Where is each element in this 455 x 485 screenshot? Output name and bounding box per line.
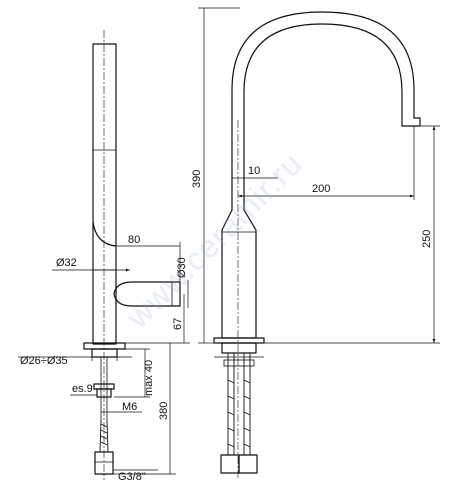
side-view: 80 Ø32 Ø30 67 Ø26÷Ø35 — [18, 30, 190, 483]
dim-max-thickness-label: max 40 — [143, 360, 155, 396]
front-hoses — [220, 353, 258, 474]
front-hose-right-braid — [243, 379, 251, 448]
side-body-outline — [92, 43, 117, 345]
dim-handle-height: 67 — [125, 294, 190, 344]
dim-handle-height-label: 67 — [172, 318, 184, 330]
dim-reach: 200 — [238, 126, 415, 200]
side-handle-outline — [113, 281, 181, 307]
dim-wrench-label: es.9 — [72, 383, 93, 395]
dim-max-thickness: max 40 — [114, 348, 155, 398]
front-base-flange — [213, 337, 265, 344]
front-hose-clamp — [223, 359, 255, 367]
dim-handle-length-label: 80 — [128, 234, 140, 246]
front-spout-inner — [243, 23, 421, 211]
dim-thread: M6 — [101, 401, 142, 413]
dim-connection: G3/8" — [113, 469, 158, 483]
front-spout — [231, 11, 421, 211]
side-nut — [96, 388, 112, 398]
side-body-bevel — [92, 221, 117, 247]
front-base — [213, 337, 265, 358]
dim-hose-length: 380 — [113, 343, 176, 475]
side-hose-outline — [99, 419, 109, 453]
dim-body-diameter-label: Ø32 — [56, 257, 77, 269]
dim-handle-diameter: Ø30 — [176, 257, 189, 308]
dim-offset-label: 10 — [248, 165, 260, 177]
front-body-outline — [221, 209, 257, 339]
side-hose — [94, 419, 114, 475]
dim-connection-label: G3/8" — [118, 471, 146, 483]
front-hose-right-connector — [238, 454, 258, 474]
front-spout-outer — [231, 11, 421, 211]
side-mounting — [93, 357, 115, 420]
side-base — [83, 342, 126, 358]
dim-spout-height-label: 250 — [421, 230, 433, 248]
front-base-gasket — [221, 342, 257, 354]
front-view: 390 10 200 250 — [191, 7, 440, 478]
dim-offset: 10 — [232, 165, 278, 179]
dim-handle-length: 80 — [116, 234, 181, 282]
front-hose-left-braid — [227, 379, 235, 448]
dim-total-height-label: 390 — [191, 170, 203, 188]
front-body — [221, 209, 257, 339]
dim-spout-height: 250 — [264, 125, 440, 344]
side-base-gasket — [91, 348, 118, 358]
dim-thread-label: M6 — [122, 401, 137, 413]
side-hose-braid — [100, 423, 108, 446]
dim-body-diameter: Ø32 — [52, 257, 130, 272]
side-hose-connector — [94, 451, 114, 475]
dim-reach-label: 200 — [312, 183, 330, 195]
front-hose-left-connector — [220, 454, 240, 474]
dim-total-height: 390 — [191, 7, 240, 344]
side-body — [92, 43, 117, 345]
dim-wrench: es.9 — [70, 383, 97, 396]
front-hose-left — [227, 353, 235, 455]
dim-handle-diameter-label: Ø30 — [176, 257, 188, 278]
dim-hose-length-label: 380 — [158, 402, 170, 420]
dim-hole-diameter-label: Ø26÷Ø35 — [20, 355, 68, 367]
dim-hole-diameter: Ø26÷Ø35 — [18, 353, 132, 367]
front-hose-right — [243, 353, 251, 455]
side-handle — [113, 281, 181, 307]
